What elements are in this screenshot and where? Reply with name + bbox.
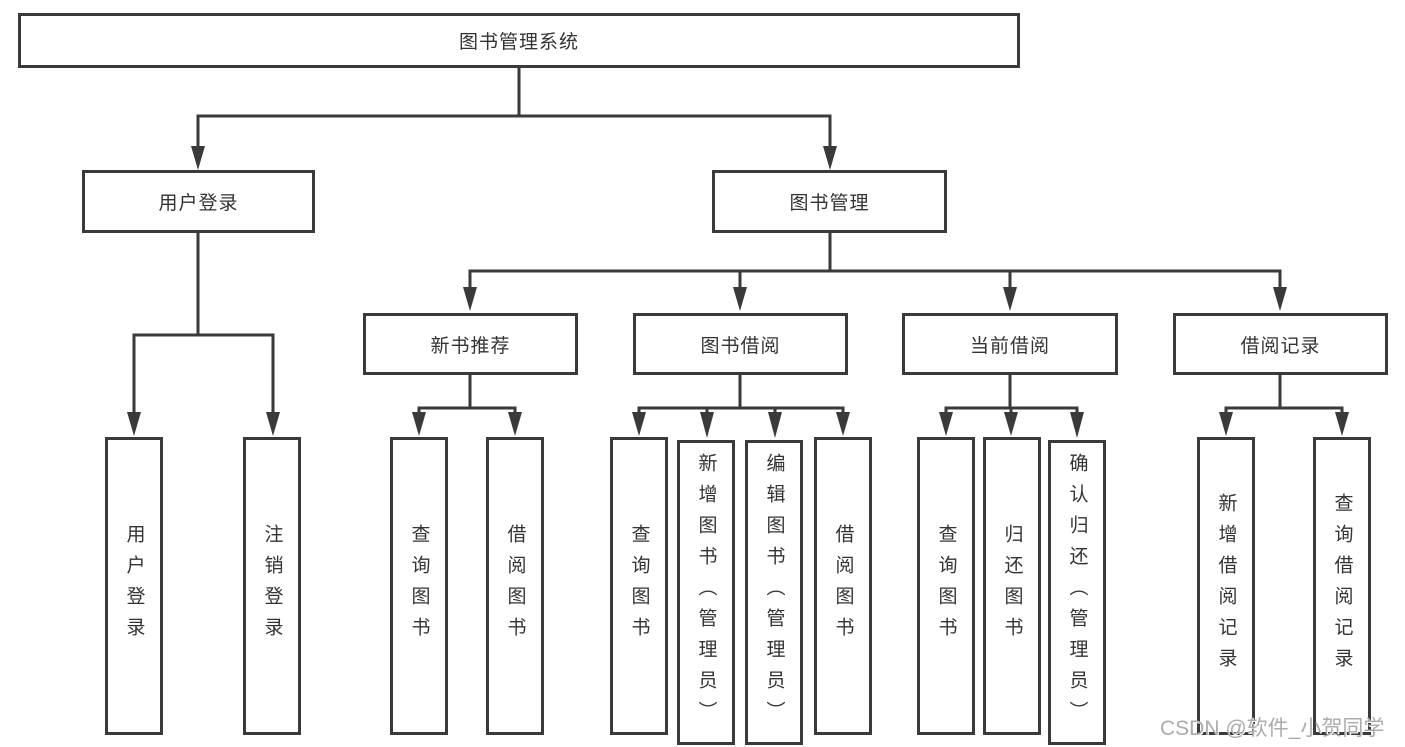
leaf-records-query-record-label: 查询借阅记录 xyxy=(1331,493,1353,679)
connector-borrow xyxy=(637,375,845,414)
leaf-user-login: 用户登录 xyxy=(105,437,163,735)
connector-userlogin-bar xyxy=(132,333,275,418)
leaf-current-return-books-label: 归还图书 xyxy=(1001,524,1023,648)
leaf-current-query-books: 查询图书 xyxy=(917,437,975,735)
node-current-borrow-label: 当前借阅 xyxy=(969,335,1050,357)
leaf-logout: 注销登录 xyxy=(243,437,301,735)
node-book-management-label: 图书管理 xyxy=(789,193,870,214)
node-borrow-records-label: 借阅记录 xyxy=(1240,335,1321,357)
leaf-logout-label: 注销登录 xyxy=(261,524,283,648)
csdn-watermark: CSDN @软件_小贺同学 xyxy=(1160,717,1385,740)
leaf-current-confirm-return-admin-label: 确认归还（管理员） xyxy=(1066,453,1088,732)
leaf-user-login-label: 用户登录 xyxy=(123,524,145,648)
node-borrow-records: 借阅记录 xyxy=(1173,313,1388,375)
connector-newbook xyxy=(417,375,517,414)
node-new-book-recommend: 新书推荐 xyxy=(363,313,578,375)
leaf-records-query-record: 查询借阅记录 xyxy=(1313,437,1371,735)
leaf-borrow-query-books-label: 查询图书 xyxy=(628,524,650,648)
leaf-newbook-borrow-books: 借阅图书 xyxy=(486,437,544,735)
node-new-book-recommend-label: 新书推荐 xyxy=(430,335,511,357)
node-root-system-label: 图书管理系统 xyxy=(458,32,579,53)
leaf-records-add-record-label: 新增借阅记录 xyxy=(1215,493,1237,679)
connector-bookmgmt-bar xyxy=(468,269,1282,289)
leaf-newbook-query-books-label: 查询图书 xyxy=(408,524,430,648)
node-book-borrow-label: 图书借阅 xyxy=(700,335,781,357)
leaf-borrow-add-books-admin: 新增图书（管理员） xyxy=(677,440,735,745)
leaf-current-confirm-return-admin: 确认归还（管理员） xyxy=(1048,440,1106,745)
node-root-system: 图书管理系统 xyxy=(18,13,1020,68)
leaf-borrow-edit-books-admin: 编辑图书（管理员） xyxy=(745,440,803,745)
node-user-login: 用户登录 xyxy=(82,170,315,233)
node-book-management: 图书管理 xyxy=(712,170,947,233)
arrowheads xyxy=(127,146,1349,438)
node-user-login-label: 用户登录 xyxy=(158,193,239,214)
leaf-borrow-borrow-books: 借阅图书 xyxy=(814,437,872,735)
connector-records xyxy=(1224,375,1344,414)
leaf-borrow-borrow-books-label: 借阅图书 xyxy=(832,524,854,648)
leaf-current-return-books: 归还图书 xyxy=(983,437,1041,735)
leaf-borrow-edit-books-admin-label: 编辑图书（管理员） xyxy=(763,453,785,732)
leaf-borrow-add-books-admin-label: 新增图书（管理员） xyxy=(695,453,717,732)
leaf-current-query-books-label: 查询图书 xyxy=(935,524,957,648)
leaf-records-add-record: 新增借阅记录 xyxy=(1197,437,1255,735)
node-current-borrow: 当前借阅 xyxy=(902,313,1118,375)
leaf-newbook-borrow-books-label: 借阅图书 xyxy=(504,524,526,648)
connector-root-bar xyxy=(196,114,832,150)
leaf-borrow-query-books: 查询图书 xyxy=(610,437,668,735)
node-book-borrow: 图书借阅 xyxy=(633,313,848,375)
leaf-newbook-query-books: 查询图书 xyxy=(390,437,448,735)
connector-current xyxy=(944,375,1079,414)
